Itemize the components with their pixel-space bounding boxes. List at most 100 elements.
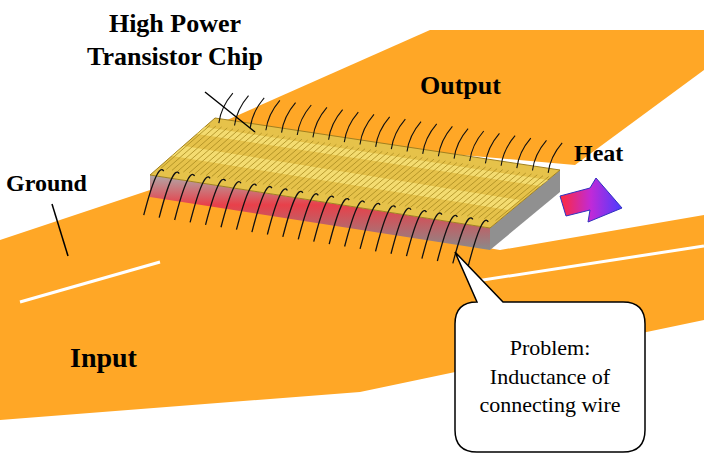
chip-finger [286, 144, 337, 188]
chip-finger [240, 137, 290, 181]
chip-finger [433, 167, 485, 211]
chip-finger [280, 144, 331, 188]
bond-wire [297, 105, 311, 135]
chip-finger [251, 139, 301, 183]
chip-finger [325, 150, 376, 194]
chip-finger [405, 163, 457, 207]
chip-finger [178, 128, 228, 171]
heat-label: Heat [574, 138, 623, 168]
bond-wire [283, 191, 303, 237]
chip-finger [303, 147, 354, 191]
chip-finger [490, 176, 543, 220]
bond-wires [144, 93, 562, 266]
bond-wire [252, 187, 272, 233]
bond-wire [406, 211, 426, 257]
bond-wire [298, 194, 318, 240]
chip-finger [195, 130, 245, 173]
bond-wire [159, 172, 179, 218]
bond-wire [423, 124, 437, 154]
chip-finger [393, 161, 445, 205]
bond-wire [407, 122, 421, 152]
chip-label: High Power Transistor Chip [70, 8, 280, 73]
chip-finger [268, 142, 319, 186]
chip-finger [410, 163, 462, 207]
bond-wire [391, 208, 411, 254]
chip-finger [462, 171, 515, 215]
bond-wire [175, 174, 195, 220]
chip-finger [246, 138, 296, 182]
bond-wire [250, 98, 264, 128]
chip-finger [354, 155, 406, 199]
chip-finger [496, 177, 549, 221]
terminal-label: Output [420, 70, 501, 103]
callout-text: Problem: Inductance of connecting wire [467, 334, 633, 420]
bond-wire [485, 133, 499, 163]
bond-wire [190, 177, 210, 223]
chip-finger [416, 164, 468, 208]
bond-wire [422, 213, 442, 259]
terminal-label: Ground [6, 168, 87, 198]
chip-finger [166, 126, 215, 169]
chip-finger [331, 151, 382, 195]
bond-wire [532, 140, 546, 170]
leader-line [205, 92, 255, 132]
bond-wire [376, 117, 390, 147]
chip-finger [291, 145, 342, 189]
bond-wire [236, 184, 256, 230]
heat-arrow [560, 178, 622, 222]
chip-finger [234, 137, 284, 180]
chip-finger [183, 129, 233, 172]
chip-finger [189, 130, 239, 173]
chip-finger [388, 160, 440, 204]
bond-wire [376, 206, 396, 252]
chip-finger [422, 165, 474, 209]
bond-wire [470, 131, 484, 161]
chip-finger [473, 173, 526, 217]
chip-finger [427, 166, 479, 210]
bond-wire [360, 203, 380, 249]
callout-bubble: Problem: Inductance of connecting wire [455, 302, 645, 452]
chip-finger [382, 159, 434, 203]
chip-finger [274, 143, 325, 187]
bond-wire [313, 107, 327, 137]
bond-wire [221, 182, 241, 228]
bond-wire [391, 119, 405, 149]
chip-finger [314, 149, 365, 193]
chip-finger [456, 170, 509, 214]
callout-shape [455, 252, 645, 452]
chip-finger [257, 140, 308, 184]
chip-finger [444, 169, 497, 213]
bond-wire [144, 170, 164, 216]
strip-divider [20, 262, 160, 302]
chip-finger [297, 146, 348, 190]
chip-finger [161, 125, 210, 168]
bond-wire [344, 112, 358, 142]
chip-finger [450, 170, 503, 214]
leader-line [52, 204, 68, 256]
bond-wire [206, 179, 226, 225]
chip-finger [399, 162, 451, 206]
terminal-label: Input [70, 340, 137, 375]
chip-finger [376, 158, 428, 202]
chip-finger [217, 134, 267, 177]
bond-wire [453, 218, 473, 264]
chip-finger [229, 136, 279, 179]
chip-finger [479, 174, 532, 218]
strip-divider [470, 246, 704, 282]
bond-wire [360, 114, 374, 144]
bond-wire [314, 196, 334, 242]
bond-wire [437, 215, 457, 261]
bond-wire [267, 189, 287, 235]
chip-finger [206, 132, 256, 175]
bond-wire [438, 126, 452, 156]
chip-finger [467, 172, 520, 216]
chip-finger [223, 135, 273, 178]
chip-finger [308, 148, 359, 192]
bond-wire [548, 143, 562, 173]
bond-wire [282, 103, 296, 133]
bond-wire [454, 129, 468, 159]
bond-wire [468, 220, 488, 266]
chip-finger [337, 152, 388, 196]
bond-wire [345, 201, 365, 247]
